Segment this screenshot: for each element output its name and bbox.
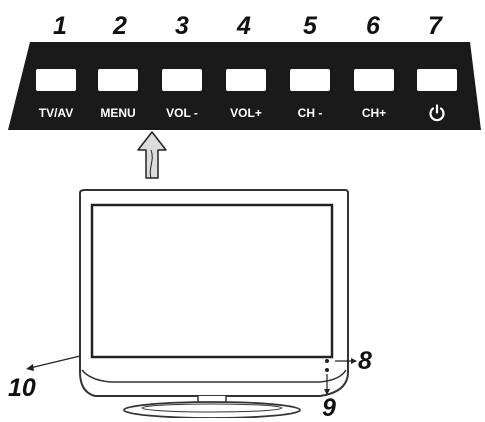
menu-button[interactable] bbox=[98, 69, 138, 91]
power-button[interactable] bbox=[417, 69, 457, 91]
vol-down-label: VOL - bbox=[166, 106, 198, 120]
tv-av-button[interactable] bbox=[36, 69, 76, 91]
button-number-3: 3 bbox=[175, 12, 189, 40]
tv-screen bbox=[90, 203, 334, 359]
tv-av-label: TV/AV bbox=[38, 106, 74, 120]
vol-down-button[interactable] bbox=[162, 69, 202, 91]
button-number-1: 1 bbox=[53, 12, 67, 40]
button-number-2: 2 bbox=[113, 12, 127, 40]
button-number-7: 7 bbox=[428, 12, 442, 40]
callout-speaker-10: 10 bbox=[8, 374, 36, 402]
indicator-light bbox=[325, 359, 329, 363]
ch-down-button[interactable] bbox=[290, 69, 330, 91]
ch-down-label: CH - bbox=[297, 106, 323, 120]
tv-stand-base bbox=[123, 401, 301, 418]
ch-up-button[interactable] bbox=[354, 69, 394, 91]
callout-sensor-9: 9 bbox=[322, 394, 336, 422]
vol-up-button[interactable] bbox=[226, 69, 266, 91]
vol-up-label: VOL+ bbox=[230, 106, 262, 120]
sensor-dot bbox=[325, 368, 329, 372]
button-number-6: 6 bbox=[366, 12, 380, 40]
button-number-4: 4 bbox=[237, 12, 251, 40]
callout-indicator-8: 8 bbox=[358, 347, 372, 375]
button-number-5: 5 bbox=[303, 12, 317, 40]
menu-label: MENU bbox=[100, 106, 136, 120]
power-icon bbox=[429, 104, 445, 122]
ch-up-label: CH+ bbox=[361, 106, 387, 120]
